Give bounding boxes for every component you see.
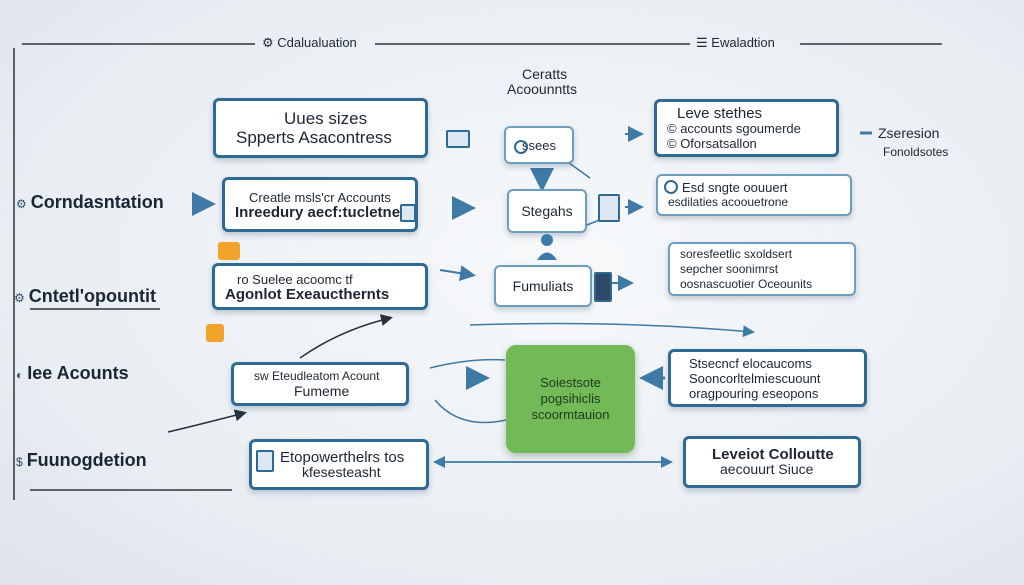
settings-icon: ⚙ [262, 35, 274, 50]
folder-icon [206, 324, 224, 342]
box-label: Uues sizes [284, 109, 368, 128]
diagram-title-line2: Acoounntts [507, 81, 578, 97]
document-icon [400, 204, 416, 222]
side-label-lee-acounts: ◐Iee Acounts [16, 363, 129, 383]
header-right-label: ☰ Ewaladtion [696, 35, 775, 50]
diagram-title-line1: Ceratts [522, 66, 568, 82]
box-label: Etopowerthelrs tos [280, 448, 405, 466]
dollar-icon: $ [16, 455, 23, 469]
box-label: Stsecncf elocaucoms [689, 355, 812, 371]
center-label: Soiestsote [540, 375, 601, 390]
box-label: Sooncorltelmiescuount [689, 370, 821, 386]
box-label: Spperts Asacontress [236, 128, 392, 147]
box-label: soresfeetlic sxoldsert [680, 246, 793, 261]
center-label: scoormtauion [531, 407, 610, 422]
folder-icon [218, 242, 240, 260]
box-esd-sngte[interactable]: Esd sngte oouuert esdilaties acoouetrone [656, 174, 852, 216]
box-label: aecouurt Siuce [720, 461, 814, 477]
box-fumuliats[interactable]: Fumuliats [494, 265, 592, 307]
box-label: Fumeme [294, 383, 350, 399]
box-fumeme[interactable]: sw Eteudleatom Acount Fumeme [231, 362, 409, 406]
side-label-cordausntation: ⚙Corndasntation [16, 192, 164, 212]
box-label: Leveiot Colloutte [712, 446, 834, 463]
box-label: kfesesteasht [302, 463, 381, 480]
link-icon: ⚙ [14, 291, 25, 305]
circle-icon [514, 140, 528, 154]
box-label: © Oforsatsallon [667, 135, 757, 151]
box-label: oosnascuotier Oceounits [680, 276, 813, 291]
box-create-accounts[interactable]: Creatle msls'cr Accounts Inreedury aecf:… [222, 177, 418, 232]
right-label-fonoldsdtes: Fonoldsotes [883, 145, 949, 159]
box-label: Stegahs [521, 202, 573, 219]
document-icon [256, 450, 274, 472]
circle-icon [664, 180, 678, 194]
box-label: Fumuliats [512, 277, 574, 294]
box-label: © accounts sgoumerde [667, 120, 801, 136]
box-label: Agonlot Exeaucthernts [225, 285, 390, 303]
box-leve-stethes[interactable]: Leve stethes © accounts sgoumerde © Ofor… [654, 99, 839, 157]
box-uses-sizes[interactable]: Uues sizes Spperts Asacontress [213, 98, 428, 158]
person-icon [537, 234, 557, 260]
side-label-entelhopountit: ⚙Cntetl'opountit [14, 286, 157, 306]
box-label: ro Suelee acoomc tf [237, 271, 353, 287]
box-label: Esd sngte oouuert [682, 180, 788, 195]
box-stsecncf[interactable]: Stsecncf elocaucoms Sooncorltelmiescuoun… [668, 349, 867, 407]
box-stegahs[interactable]: Stegahs [507, 189, 587, 233]
center-label: pogsihiclis [540, 391, 601, 406]
box-label: Creatle msls'cr Accounts [249, 189, 391, 205]
box-label: sw Eteudleatom Acount [254, 369, 380, 383]
box-label: Inreedury aecf:tucletne [235, 203, 401, 221]
device-icon [594, 272, 612, 302]
box-label: oragpouring eseopons [689, 385, 819, 401]
circle-icon: ◐ [16, 368, 24, 382]
side-label-funogdetion: $Fuunogdetion [16, 450, 147, 470]
box-label: ssees [522, 137, 556, 153]
right-label-zseresion: Zseresion [878, 125, 940, 141]
box-leveiot-colloutte[interactable]: Leveiot Colloutte aecouurt Siuce [683, 436, 861, 488]
box-ssees[interactable]: ssees [504, 126, 574, 164]
box-agonlot-exeaucthernts[interactable]: ro Suelee acoomc tf Agonlot Exeaucthernt… [212, 263, 428, 310]
header-left-label: ⚙ Cdalualuation [262, 35, 357, 50]
list-icon: ☰ [696, 35, 708, 50]
box-etopowerthelrs[interactable]: Etopowerthelrs tos kfesesteasht [249, 439, 429, 490]
box-label: esdilaties acoouetrone [668, 195, 789, 209]
document-icon [446, 130, 470, 148]
box-label: Leve stethes [677, 104, 763, 122]
center-green-node[interactable]: Soiestsote pogsihiclis scoormtauion [506, 345, 635, 453]
document-icon [598, 194, 620, 222]
gear-icon: ⚙ [16, 197, 27, 211]
box-label: sepcher soonimrst [680, 261, 779, 276]
box-soresfeetlic[interactable]: soresfeetlic sxoldsert sepcher soonimrst… [668, 242, 856, 296]
